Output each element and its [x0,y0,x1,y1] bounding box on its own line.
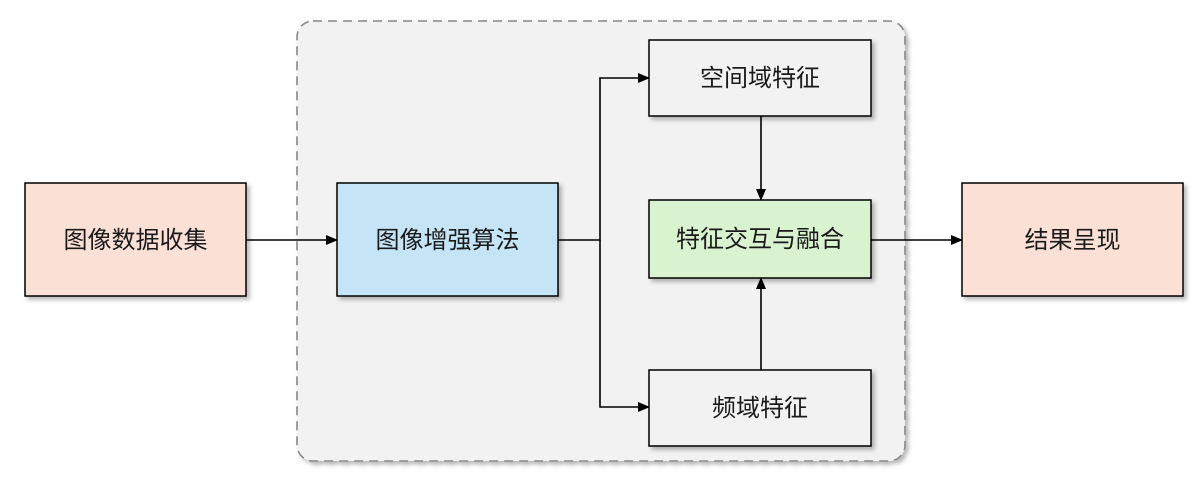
node-frequency: 频域特征 [648,369,872,447]
node-fusion-label: 特征交互与融合 [676,225,844,253]
edge-enhance-to-frequency [599,240,650,412]
node-enhance: 图像增强算法 [336,182,559,297]
node-spatial-label: 空间域特征 [700,64,820,92]
edges [246,73,963,412]
node-frequency-label: 频域特征 [712,394,808,422]
processing-group [296,20,906,462]
edge-enhance-to-spatial [558,73,650,241]
node-result-label: 结果呈现 [1025,226,1121,254]
node-collect: 图像数据收集 [24,182,247,297]
node-spatial: 空间域特征 [648,39,872,117]
node-result: 结果呈现 [961,182,1184,297]
node-collect-label: 图像数据收集 [64,226,208,254]
node-fusion: 特征交互与融合 [648,199,872,279]
node-enhance-label: 图像增强算法 [376,226,520,254]
